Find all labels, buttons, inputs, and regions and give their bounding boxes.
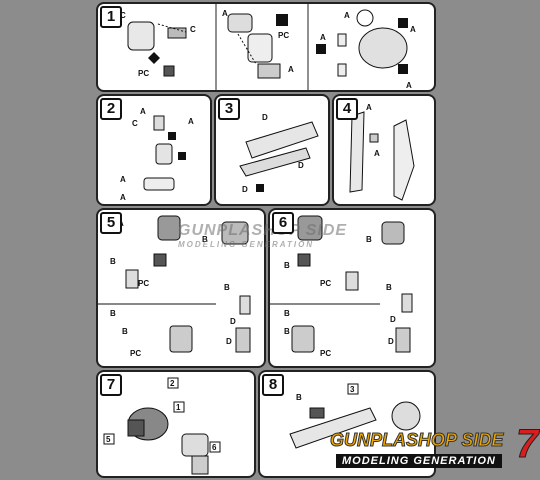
center-watermark-line1: GUNPLASHOP SIDE (178, 222, 348, 239)
label-pc: PC (138, 69, 149, 78)
step-1-illustration: C C PC A PC A A A A A (120, 4, 416, 90)
step-2-illustration: A C A A A (120, 107, 194, 202)
step-number: 2 (100, 98, 122, 120)
step-number: 1 (100, 6, 122, 28)
panel-step-5: 5 A B B PC B D B B PC D (96, 208, 266, 368)
label-b: B (284, 261, 290, 270)
label-2: 2 (170, 379, 175, 388)
label-d: D (388, 337, 394, 346)
label-a: A (410, 25, 416, 34)
label-d: D (262, 113, 268, 122)
step-number: 7 (100, 374, 122, 396)
step-5-illustration: A B B PC B D B B PC D (98, 215, 251, 358)
step-number: 5 (100, 212, 122, 234)
step-6-illustration: A B B PC B D B B PC D (270, 215, 413, 358)
panel-step-1: 1 C C PC A PC A A A A A (96, 2, 436, 92)
center-watermark-line2: MODELING GENERATION (178, 240, 315, 249)
label-a: A (366, 103, 372, 112)
step-number: 6 (272, 212, 294, 234)
label-pc: PC (320, 349, 331, 358)
label-b: B (366, 235, 372, 244)
label-d: D (298, 161, 304, 170)
label-a: A (406, 81, 412, 90)
step-number: 8 (262, 374, 284, 396)
label-b: B (296, 393, 302, 402)
label-b: B (284, 309, 290, 318)
label-b: B (284, 327, 290, 336)
label-a: A (120, 175, 126, 184)
label-c: C (120, 11, 126, 20)
label-pc: PC (320, 279, 331, 288)
logo-line2: MODELING GENERATION (336, 454, 502, 468)
step-7-illustration: 2 1 5 6 (103, 377, 221, 475)
logo-watermark: GUNPLASHOP SIDE 7 MODELING GENERATION (329, 422, 539, 478)
step-8-illustration: 3 B (289, 383, 421, 449)
step-number: 4 (336, 98, 358, 120)
label-d: D (230, 317, 236, 326)
label-a: A (288, 65, 294, 74)
label-b: B (122, 327, 128, 336)
center-watermark: GUNPLASHOP SIDE MODELING GENERATION (178, 222, 347, 249)
logo-number: 7 (515, 422, 539, 467)
panel-step-6: 6 A B B PC B D B B PC D (268, 208, 436, 368)
label-a: A (140, 107, 146, 116)
label-a: A (188, 117, 194, 126)
label-6: 6 (212, 443, 217, 452)
label-b: B (110, 257, 116, 266)
step-number: 3 (218, 98, 240, 120)
panel-step-4: 4 A A (332, 94, 436, 206)
label-b: B (224, 283, 230, 292)
panel-step-7: 7 2 1 5 6 (96, 370, 256, 478)
panel-step-3: 3 D D D (214, 94, 330, 206)
step-4-illustration: A A (349, 103, 415, 201)
label-c: C (190, 25, 196, 34)
label-pc: PC (130, 349, 141, 358)
label-d: D (390, 315, 396, 324)
label-b: B (110, 309, 116, 318)
label-pc: PC (278, 31, 289, 40)
label-a: A (320, 33, 326, 42)
label-b: B (386, 283, 392, 292)
label-a: A (374, 149, 380, 158)
panel-step-2: 2 A C A A A (96, 94, 212, 206)
label-a: A (120, 193, 126, 202)
label-5: 5 (106, 435, 111, 444)
label-b: B (202, 235, 208, 244)
step-3-illustration: D D D (239, 113, 319, 194)
label-1: 1 (176, 403, 181, 412)
label-a: A (222, 9, 228, 18)
label-d: D (242, 185, 248, 194)
label-c: C (132, 119, 138, 128)
label-d: D (226, 337, 232, 346)
logo-line1: GUNPLASHOP SIDE (329, 430, 504, 451)
label-3: 3 (350, 385, 355, 394)
label-a: A (344, 11, 350, 20)
label-pc: PC (138, 279, 149, 288)
